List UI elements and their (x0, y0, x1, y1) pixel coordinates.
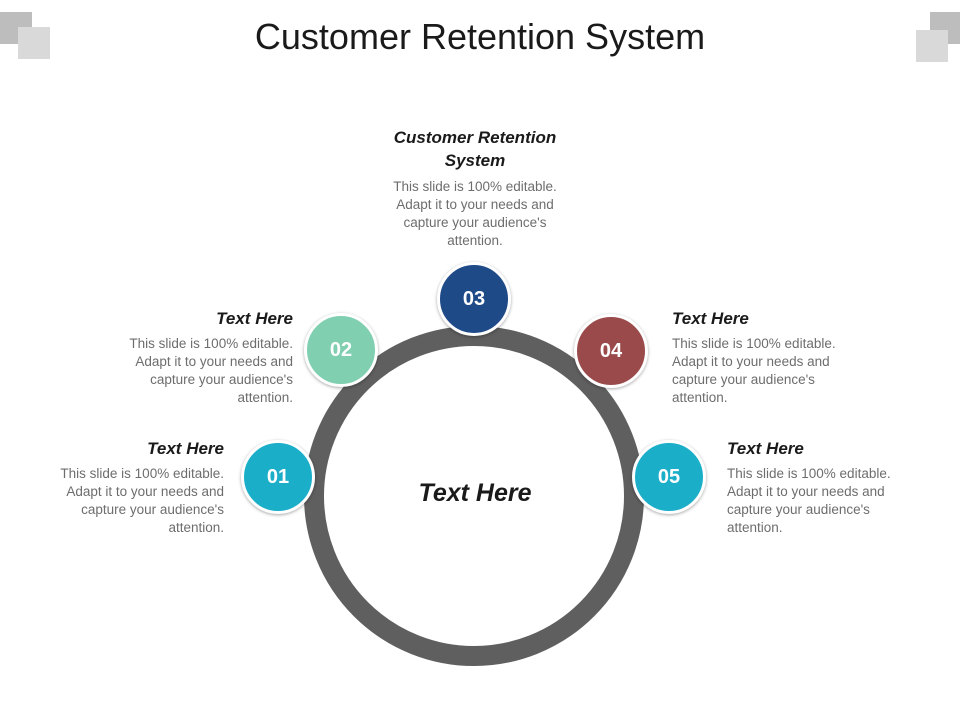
step-body: This slide is 100% editable. Adapt it to… (393, 179, 557, 248)
corner-decoration-right (900, 0, 960, 62)
step-body: This slide is 100% editable. Adapt it to… (60, 466, 224, 535)
step-heading: Text Here (147, 439, 224, 458)
step-body: This slide is 100% editable. Adapt it to… (672, 336, 836, 405)
step-text-04: Text Here This slide is 100% editable. A… (672, 309, 847, 407)
step-number: 05 (657, 465, 681, 488)
step-number: 04 (599, 339, 623, 362)
step-body: This slide is 100% editable. Adapt it to… (727, 466, 891, 535)
step-body: This slide is 100% editable. Adapt it to… (129, 336, 293, 405)
step-heading: Text Here (672, 309, 749, 328)
step-text-03: Customer Retention System This slide is … (380, 126, 570, 250)
step-number: 01 (266, 465, 290, 488)
center-label: Text Here (418, 479, 532, 507)
step-node-03: 03 (437, 262, 511, 336)
step-number: 03 (462, 287, 486, 310)
step-text-01: Text Here This slide is 100% editable. A… (34, 439, 224, 537)
step-node-02: 02 (304, 313, 378, 387)
step-node-01: 01 (241, 440, 315, 514)
step-heading: Customer Retention System (393, 128, 557, 170)
corner-decoration-left (0, 0, 60, 60)
step-node-04: 04 (574, 314, 648, 388)
step-text-02: Text Here This slide is 100% editable. A… (103, 309, 293, 407)
slide-title: Customer Retention System (254, 16, 706, 57)
step-heading: Text Here (216, 309, 293, 328)
corner-square (18, 27, 50, 59)
step-node-05: 05 (632, 440, 706, 514)
corner-square (916, 30, 948, 62)
step-text-05: Text Here This slide is 100% editable. A… (727, 439, 902, 537)
step-heading: Text Here (727, 439, 804, 458)
step-number: 02 (329, 338, 353, 361)
